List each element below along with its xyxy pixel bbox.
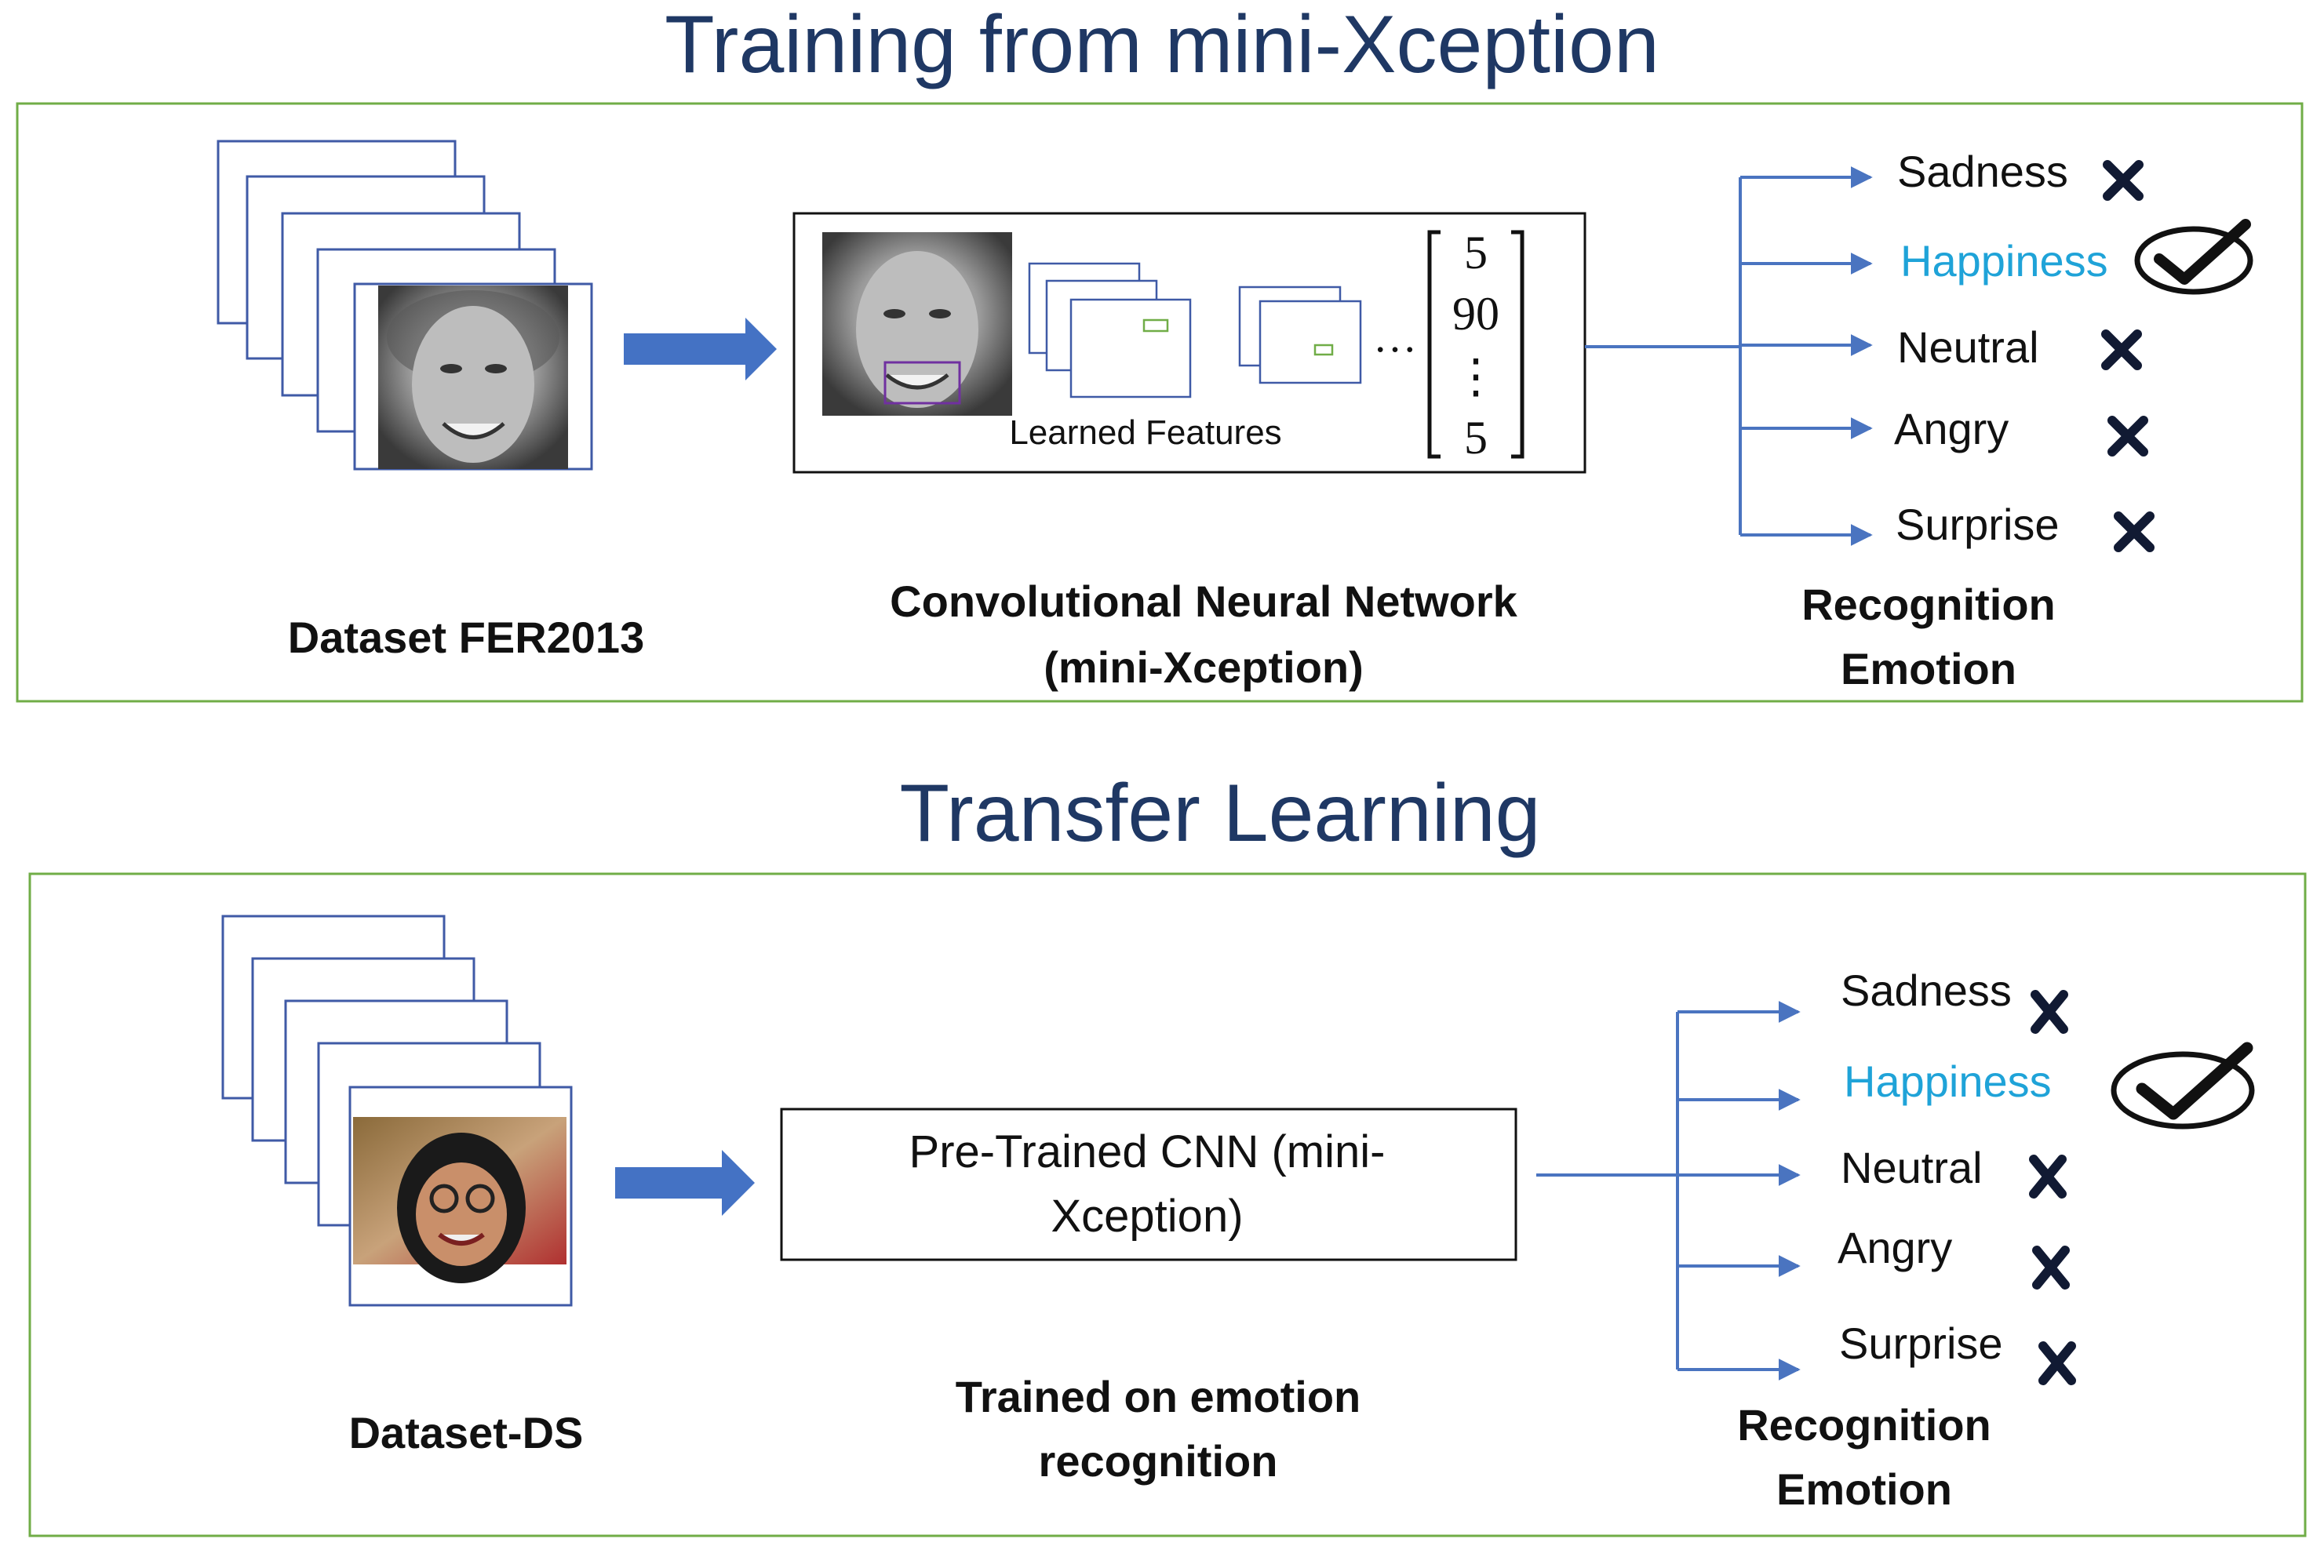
cross-mark-icon: [2038, 1341, 2076, 1385]
trained-label-line2: recognition: [1039, 1436, 1278, 1486]
emotion-happiness-ds: Happiness: [1844, 1057, 2052, 1106]
emotion-happiness: Happiness: [1900, 236, 2108, 286]
feature-ellipsis: …: [1373, 313, 1417, 362]
pretrained-cnn-line2: Xception): [1051, 1191, 1243, 1242]
fer2013-face-photo: [378, 286, 568, 469]
check-mark-icon: [2134, 219, 2253, 295]
emotion-angry: Angry: [1894, 404, 2009, 453]
transfer-title: Transfer Learning: [899, 768, 1540, 859]
cross-mark-icon: [2107, 416, 2148, 457]
cnn-label-line2: (mini-Xception): [1044, 642, 1364, 692]
training-title: Training from mini-Xception: [665, 0, 1659, 90]
emotion-sadness-ds: Sadness: [1841, 966, 2012, 1015]
check-mark-icon: [2111, 1042, 2255, 1130]
vector-value-1: 5: [1464, 227, 1488, 278]
trained-label-line1: Trained on emotion: [956, 1372, 1361, 1421]
cnn-label-line1: Convolutional Neural Network: [890, 577, 1517, 626]
emotion-angry-ds: Angry: [1838, 1223, 1952, 1272]
feature-maps-2: [1238, 286, 1362, 384]
output-vector: [1427, 230, 1524, 459]
emotion-surprise: Surprise: [1896, 500, 2060, 549]
recognition-label-line2-bottom: Emotion: [1776, 1464, 1952, 1514]
cross-mark-icon: [2114, 511, 2155, 552]
transfer-frame: [28, 872, 2307, 1537]
dataset-fer2013-label: Dataset FER2013: [288, 613, 644, 662]
block-arrow-icon: [624, 318, 777, 380]
cross-mark-icon: [2031, 990, 2068, 1034]
mouth-region-box: [883, 361, 961, 405]
recognition-label-line1-bottom: Recognition: [1737, 1400, 1991, 1450]
training-frame: [16, 102, 2304, 703]
emotion-branches-bottom: [1536, 1001, 1801, 1381]
emotion-surprise-ds: Surprise: [1839, 1319, 2003, 1368]
recognition-label-line2-top: Emotion: [1841, 644, 2016, 693]
vector-value-4: 5: [1464, 412, 1488, 464]
emotion-branches-top: [1585, 166, 1873, 546]
cross-mark-icon: [2032, 1246, 2070, 1290]
cnn-input-face: [822, 232, 1012, 416]
dataset-ds-label: Dataset-DS: [349, 1408, 584, 1457]
learned-features-label: Learned Features: [1009, 413, 1281, 452]
cross-mark-icon: [2029, 1155, 2067, 1199]
cross-mark-icon: [2103, 160, 2144, 201]
recognition-label-line1-top: Recognition: [1801, 580, 2056, 629]
block-arrow-icon: [615, 1150, 755, 1216]
pretrained-cnn-box: [780, 1108, 1517, 1261]
emotion-neutral: Neutral: [1897, 322, 2039, 372]
feature-maps-1: [1028, 262, 1192, 398]
vector-value-3: ⋮: [1452, 351, 1499, 402]
emotion-neutral-ds: Neutral: [1841, 1143, 1983, 1192]
cross-mark-icon: [2101, 329, 2142, 370]
dataset-ds-face-photo: [353, 1117, 566, 1283]
emotion-sadness: Sadness: [1897, 147, 2068, 196]
vector-value-2: 90: [1452, 288, 1499, 340]
pretrained-cnn-line1: Pre-Trained CNN (mini-: [909, 1126, 1386, 1177]
